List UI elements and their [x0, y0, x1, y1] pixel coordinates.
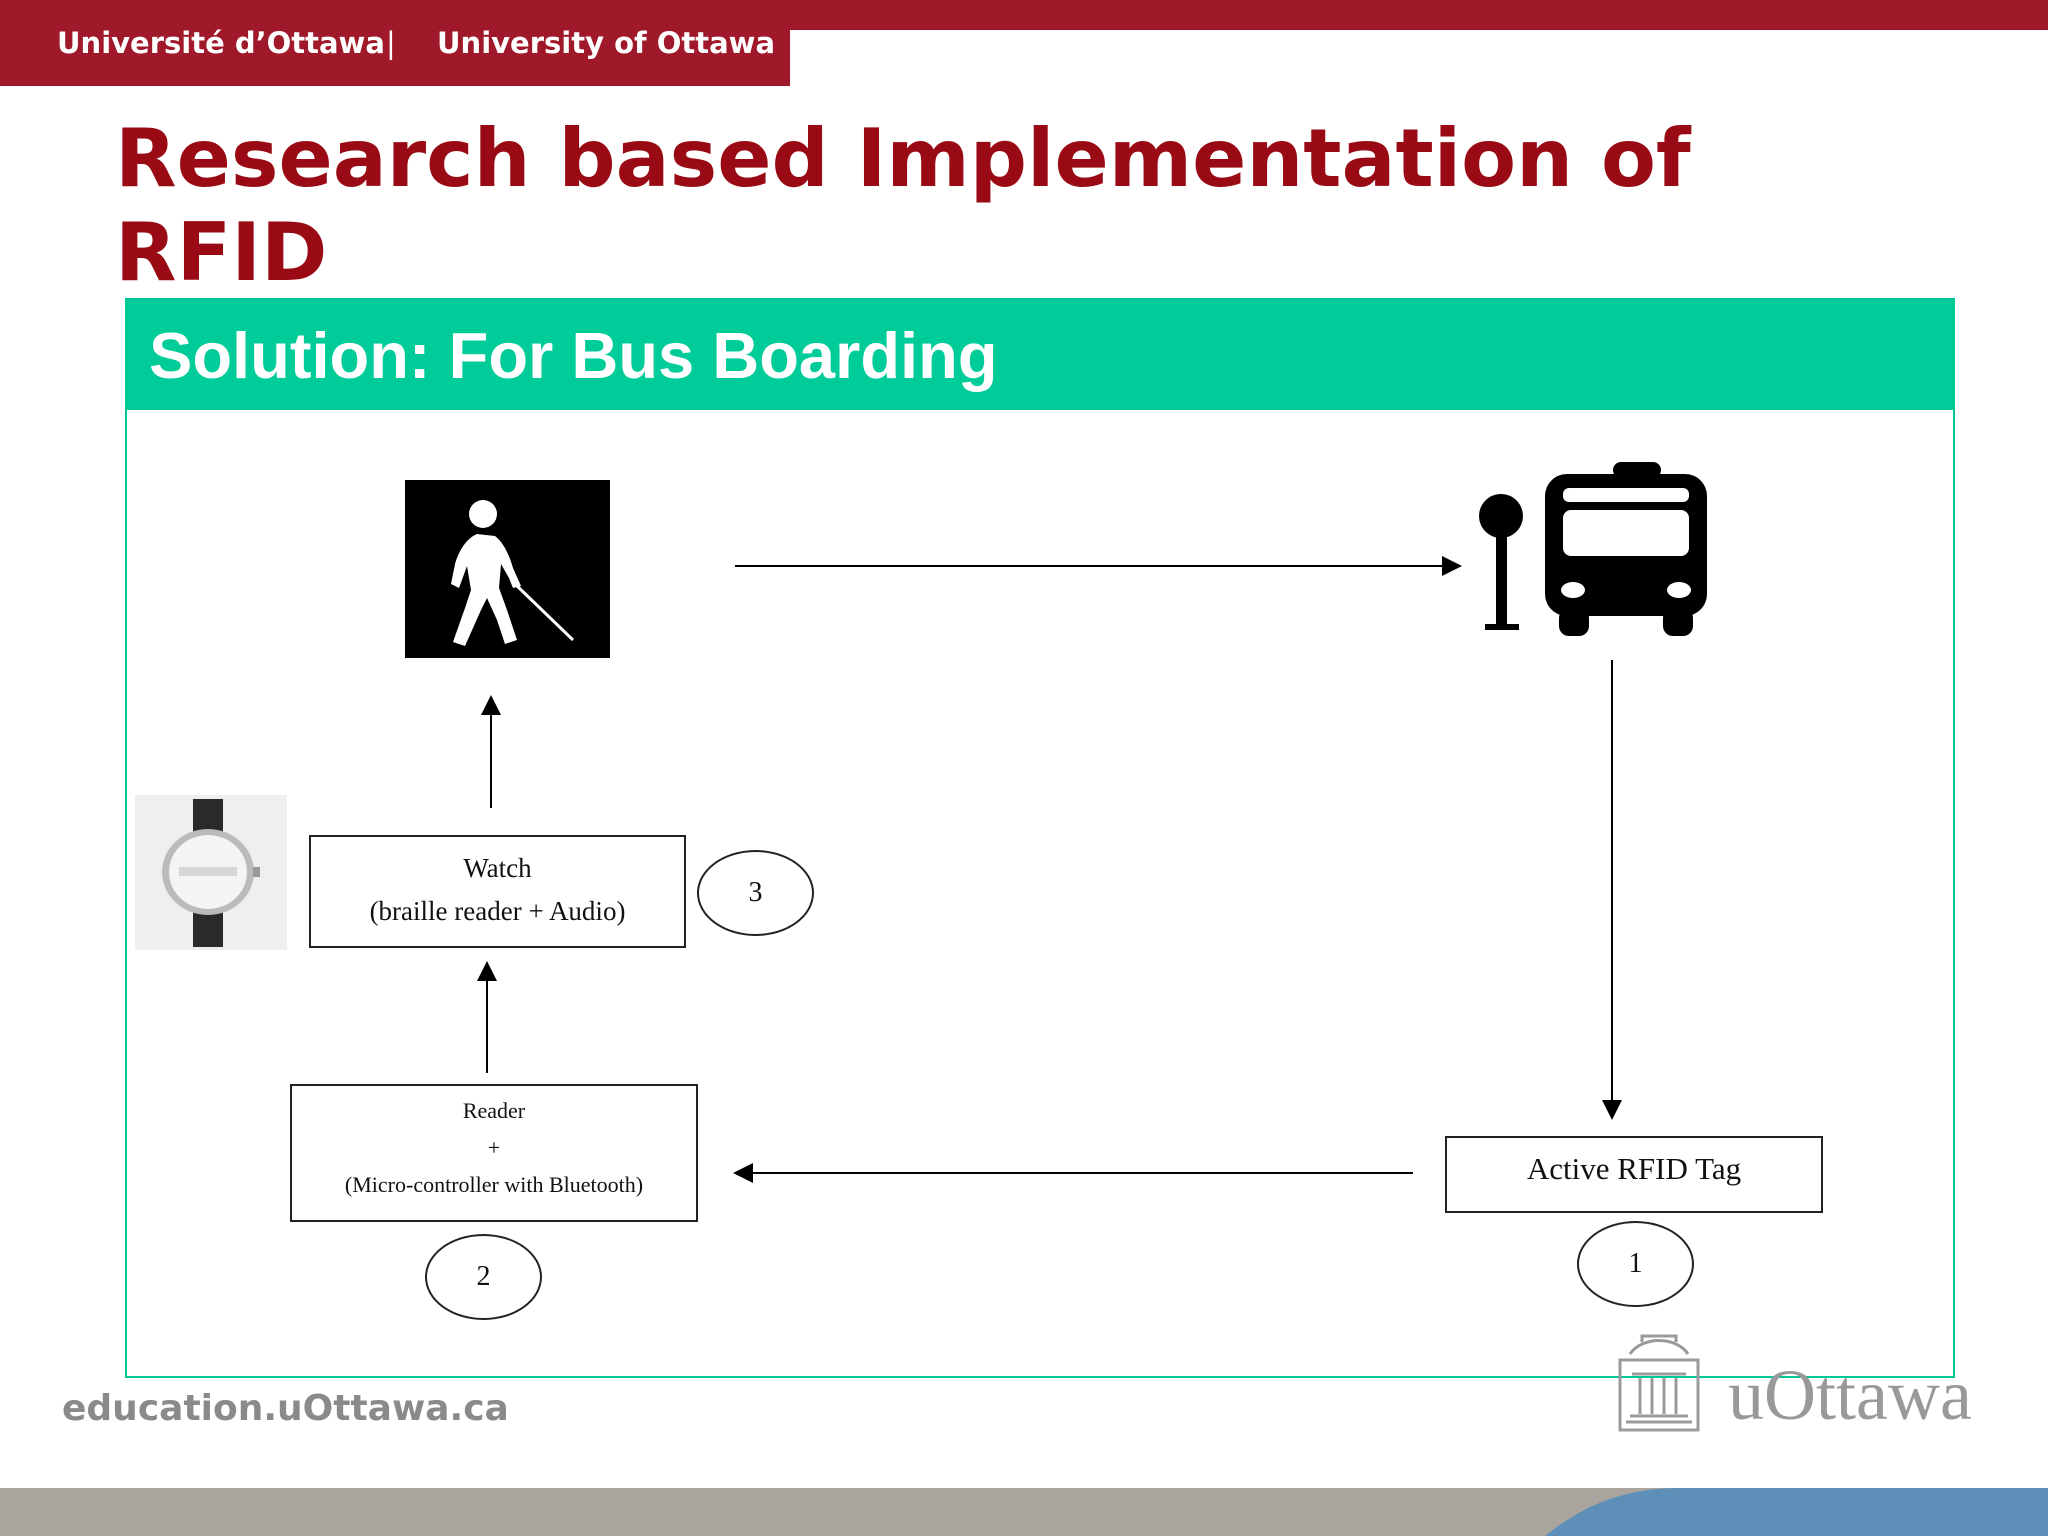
footer-bar	[0, 1488, 2048, 1536]
rfid-tag-box: Active RFID Tag	[1445, 1136, 1823, 1213]
footer-url: education.uOttawa.ca	[62, 1388, 509, 1429]
uottawa-logo-text: uOttawa	[1728, 1355, 1972, 1435]
content-frame	[125, 298, 1955, 1378]
university-name-fr: Université d’Ottawa	[57, 26, 385, 60]
slide-title-line1: Research based Implementation of	[115, 112, 1691, 205]
watch-box-detail: (braille reader + Audio)	[369, 896, 626, 926]
reader-box-detail: (Micro-controller with Bluetooth)	[344, 1172, 644, 1197]
step-2-circle: 2	[425, 1234, 542, 1320]
reader-box: Reader + (Micro-controller with Bluetoot…	[290, 1084, 698, 1222]
bus-stop-icon	[1479, 462, 1707, 636]
rfid-tag-label: Active RFID Tag	[1526, 1151, 1742, 1186]
watch-box: Watch (braille reader + Audio)	[309, 835, 686, 948]
university-name-en: University of Ottawa	[437, 26, 776, 60]
step-1-circle: 1	[1577, 1221, 1694, 1307]
uottawa-building-logo-icon	[1618, 1334, 1700, 1432]
watch-box-title: Watch	[463, 853, 532, 883]
slide-title: Research based Implementation of RFID	[115, 112, 1815, 300]
section-subtitle: Solution: For Bus Boarding	[149, 319, 998, 392]
header-separator: |	[386, 26, 396, 60]
section-banner: Solution: For Bus Boarding	[127, 300, 1953, 410]
header-tab: Université d’Ottawa | University of Otta…	[0, 0, 790, 86]
wristwatch-photo	[135, 795, 287, 950]
reader-box-title: Reader	[462, 1098, 526, 1123]
step-3-circle: 3	[697, 850, 814, 936]
reader-box-plus: +	[487, 1135, 501, 1160]
blind-pedestrian-icon	[405, 480, 610, 658]
slide-title-line2: RFID	[115, 206, 328, 299]
